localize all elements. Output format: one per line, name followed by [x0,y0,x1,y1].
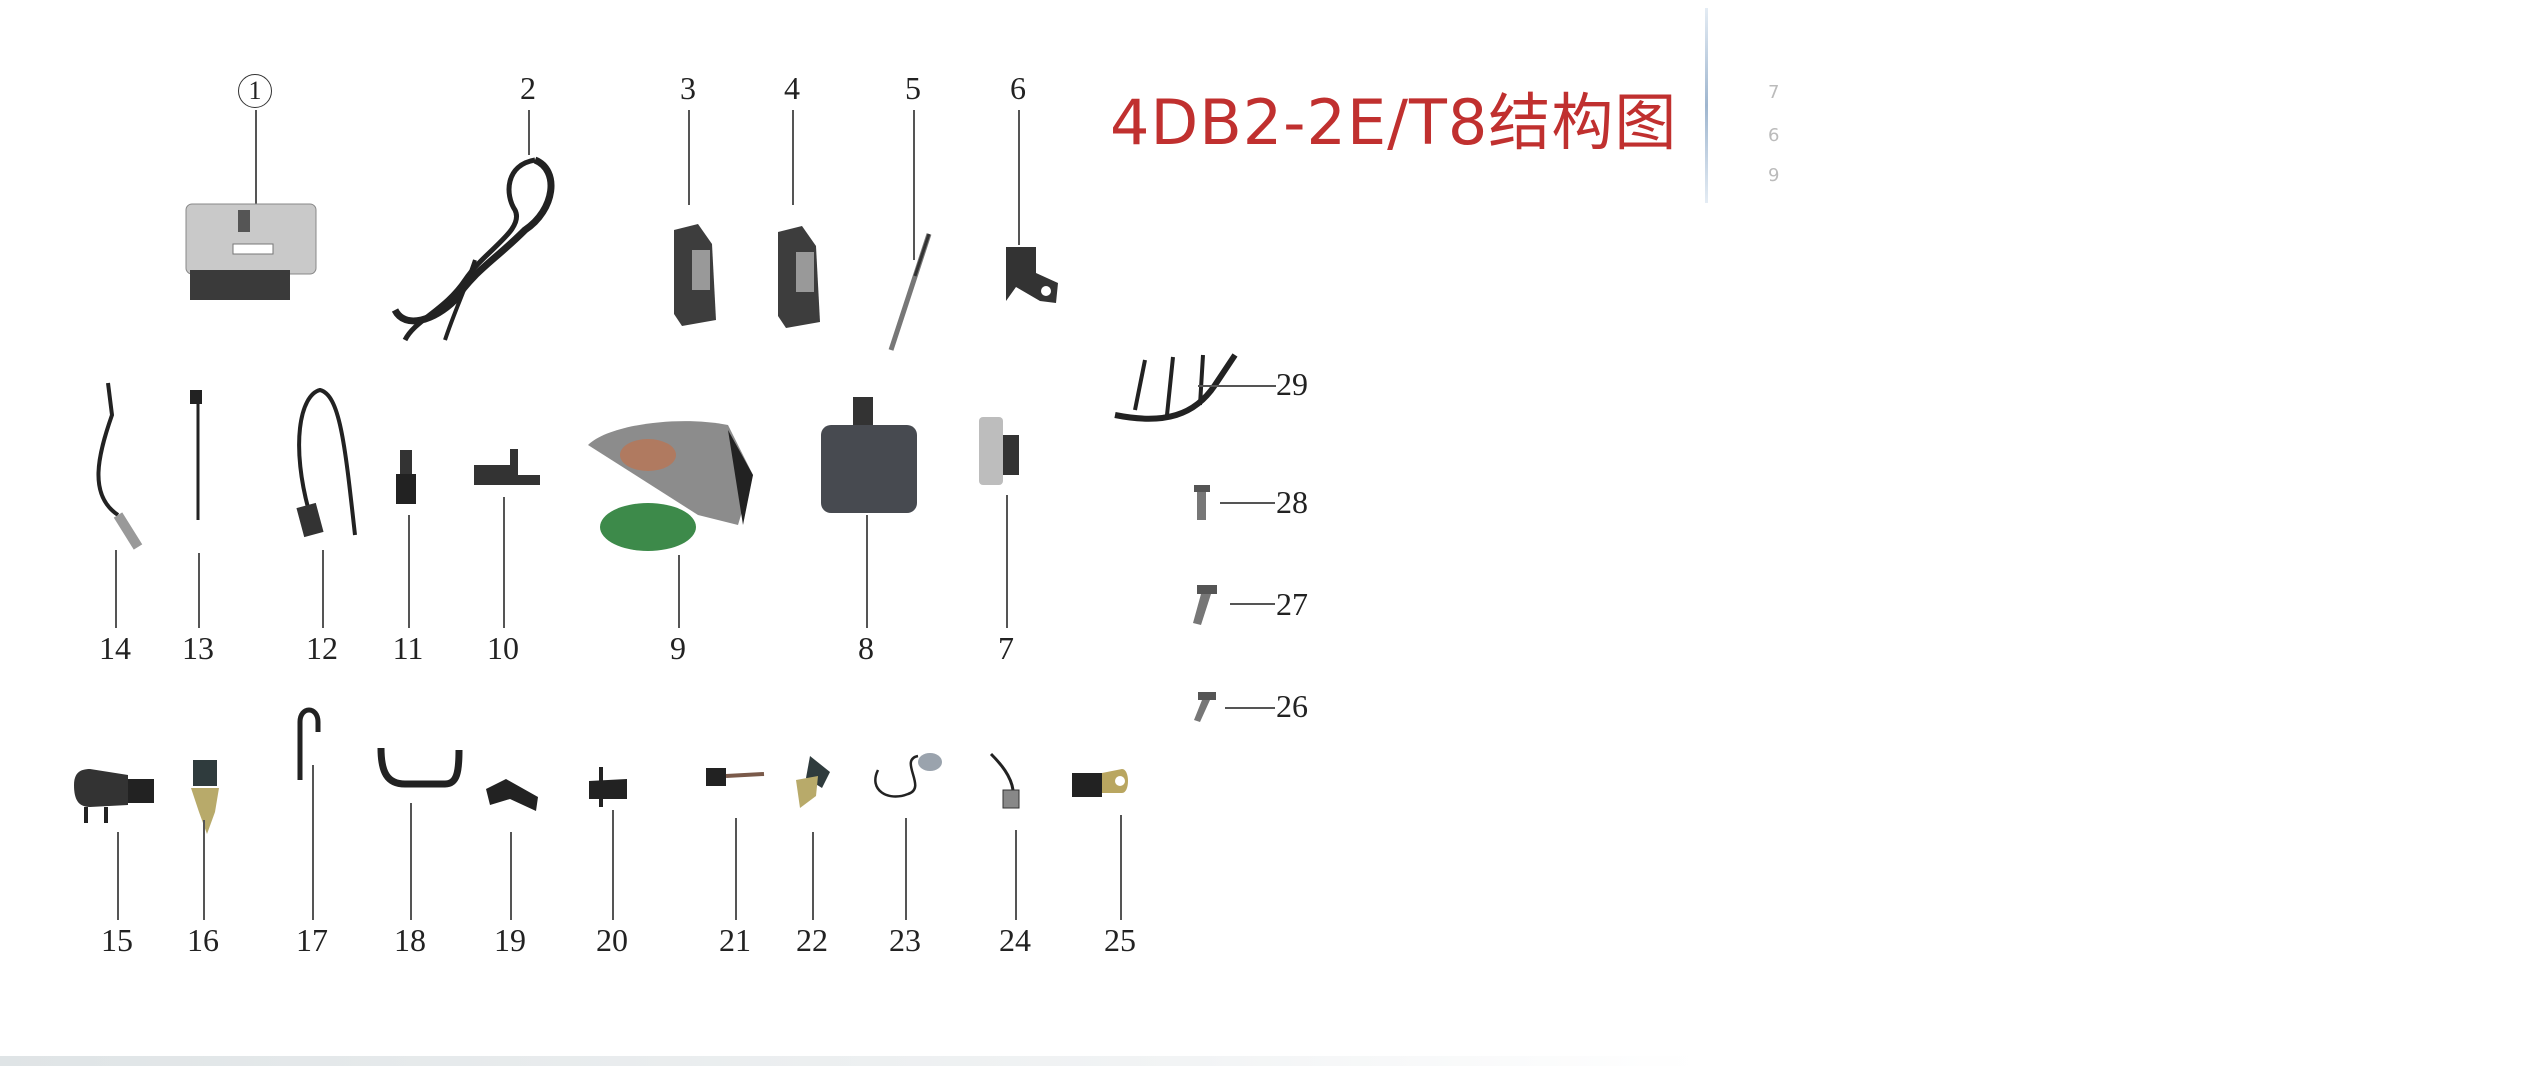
leader-line [1015,830,1017,920]
temperature-sensor-icon [190,390,202,520]
part-label-15: 15 [101,922,133,958]
leader-line [688,110,690,205]
part-label-14: 14 [99,630,131,666]
leader-line [1018,110,1020,245]
part-label-26: 26 [1276,688,1308,724]
part-label-29: 29 [1276,366,1308,402]
knock-sensor-icon [989,752,1020,809]
oil-pressure-switch-icon [796,756,830,808]
part-label-5: 5 [905,70,921,106]
page-divider [1705,8,1708,203]
ghost-digit: 7 [1768,82,1780,103]
leader-line [408,515,410,628]
bolt-icon [1194,692,1216,722]
leader-line [905,818,907,920]
ghost-digit: 9 [1768,165,1780,186]
part-label-20: 20 [596,922,628,958]
bracket-icon [486,779,538,811]
bolt-icon [1193,585,1217,625]
clip-icon [589,767,627,807]
leader-line [117,832,119,920]
leader-line [1225,707,1275,709]
leader-line [115,550,117,628]
camshaft-sensor-icon [474,449,540,485]
speed-sensor-icon [396,450,416,504]
leader-line [312,765,314,920]
part-label-6: 6 [1010,70,1026,106]
part-label-10: 10 [487,630,519,666]
part-label-9: 9 [670,630,686,666]
part-label-22: 22 [796,922,828,958]
leader-line [503,497,505,628]
oxygen-sensor-icon [96,382,143,550]
leader-line [913,110,915,260]
leader-line [528,110,530,155]
part-label-12: 12 [306,630,338,666]
leader-line [510,832,512,920]
part-label-23: 23 [889,922,921,958]
exhaust-temp-sensor-icon [296,387,357,538]
diagram-title: 4DB2-2E/T8结构图 [1110,86,1678,159]
part-label-7: 7 [998,630,1014,666]
leader-line [198,553,200,628]
leader-line [255,110,257,230]
leader-line [812,832,814,920]
leader-line [203,820,205,920]
leader-line [1006,495,1008,628]
leader-line [1198,385,1276,387]
part-label-28: 28 [1276,484,1308,520]
leader-line [1230,603,1275,605]
wiring-harness-icon [391,156,555,342]
leader-line [792,110,794,205]
part-label-16: 16 [187,922,219,958]
part-label-21: 21 [719,922,751,958]
leader-line [735,818,737,920]
part-label-19: 19 [494,922,526,958]
sensor-icon [1006,247,1058,303]
part-label-8: 8 [858,630,874,666]
part-label-1: 1 [238,70,272,108]
u-pipe-icon [377,747,463,788]
relay-icon [778,226,820,328]
ecu-icon [185,203,317,300]
leader-line [1220,502,1275,504]
pressure-sensor-icon [979,417,1019,485]
leader-line [866,515,868,628]
part-label-2: 2 [520,70,536,106]
leader-line [612,810,614,920]
part-label-27: 27 [1276,586,1308,622]
glow-plug-icon [888,233,932,351]
leader-line [410,803,412,920]
bolt-icon [1194,485,1210,520]
cable-sensor-icon [874,753,942,798]
sub-harness-icon [1114,353,1238,422]
part-label-11: 11 [392,630,424,666]
mass-air-flow-sensor-icon [821,397,917,513]
relay-icon [674,224,716,326]
coolant-temp-sensor-icon [191,760,219,834]
scan-edge [0,1056,1700,1066]
hose-icon [297,707,321,780]
part-label-13: 13 [182,630,214,666]
ghost-digit: 6 [1768,125,1780,146]
leader-line [1120,815,1122,920]
differential-pressure-sensor-icon [74,769,154,823]
egr-valve-icon [588,421,753,551]
part-label-17: 17 [296,922,328,958]
crankshaft-sensor-icon [1072,769,1128,797]
leader-line [322,550,324,628]
part-label-24: 24 [999,922,1031,958]
temperature-probe-icon [706,768,765,786]
leader-line [678,555,680,628]
part-label-18: 18 [394,922,426,958]
part-label-4: 4 [784,70,800,106]
part-label-25: 25 [1104,922,1136,958]
part-label-3: 3 [680,70,696,106]
